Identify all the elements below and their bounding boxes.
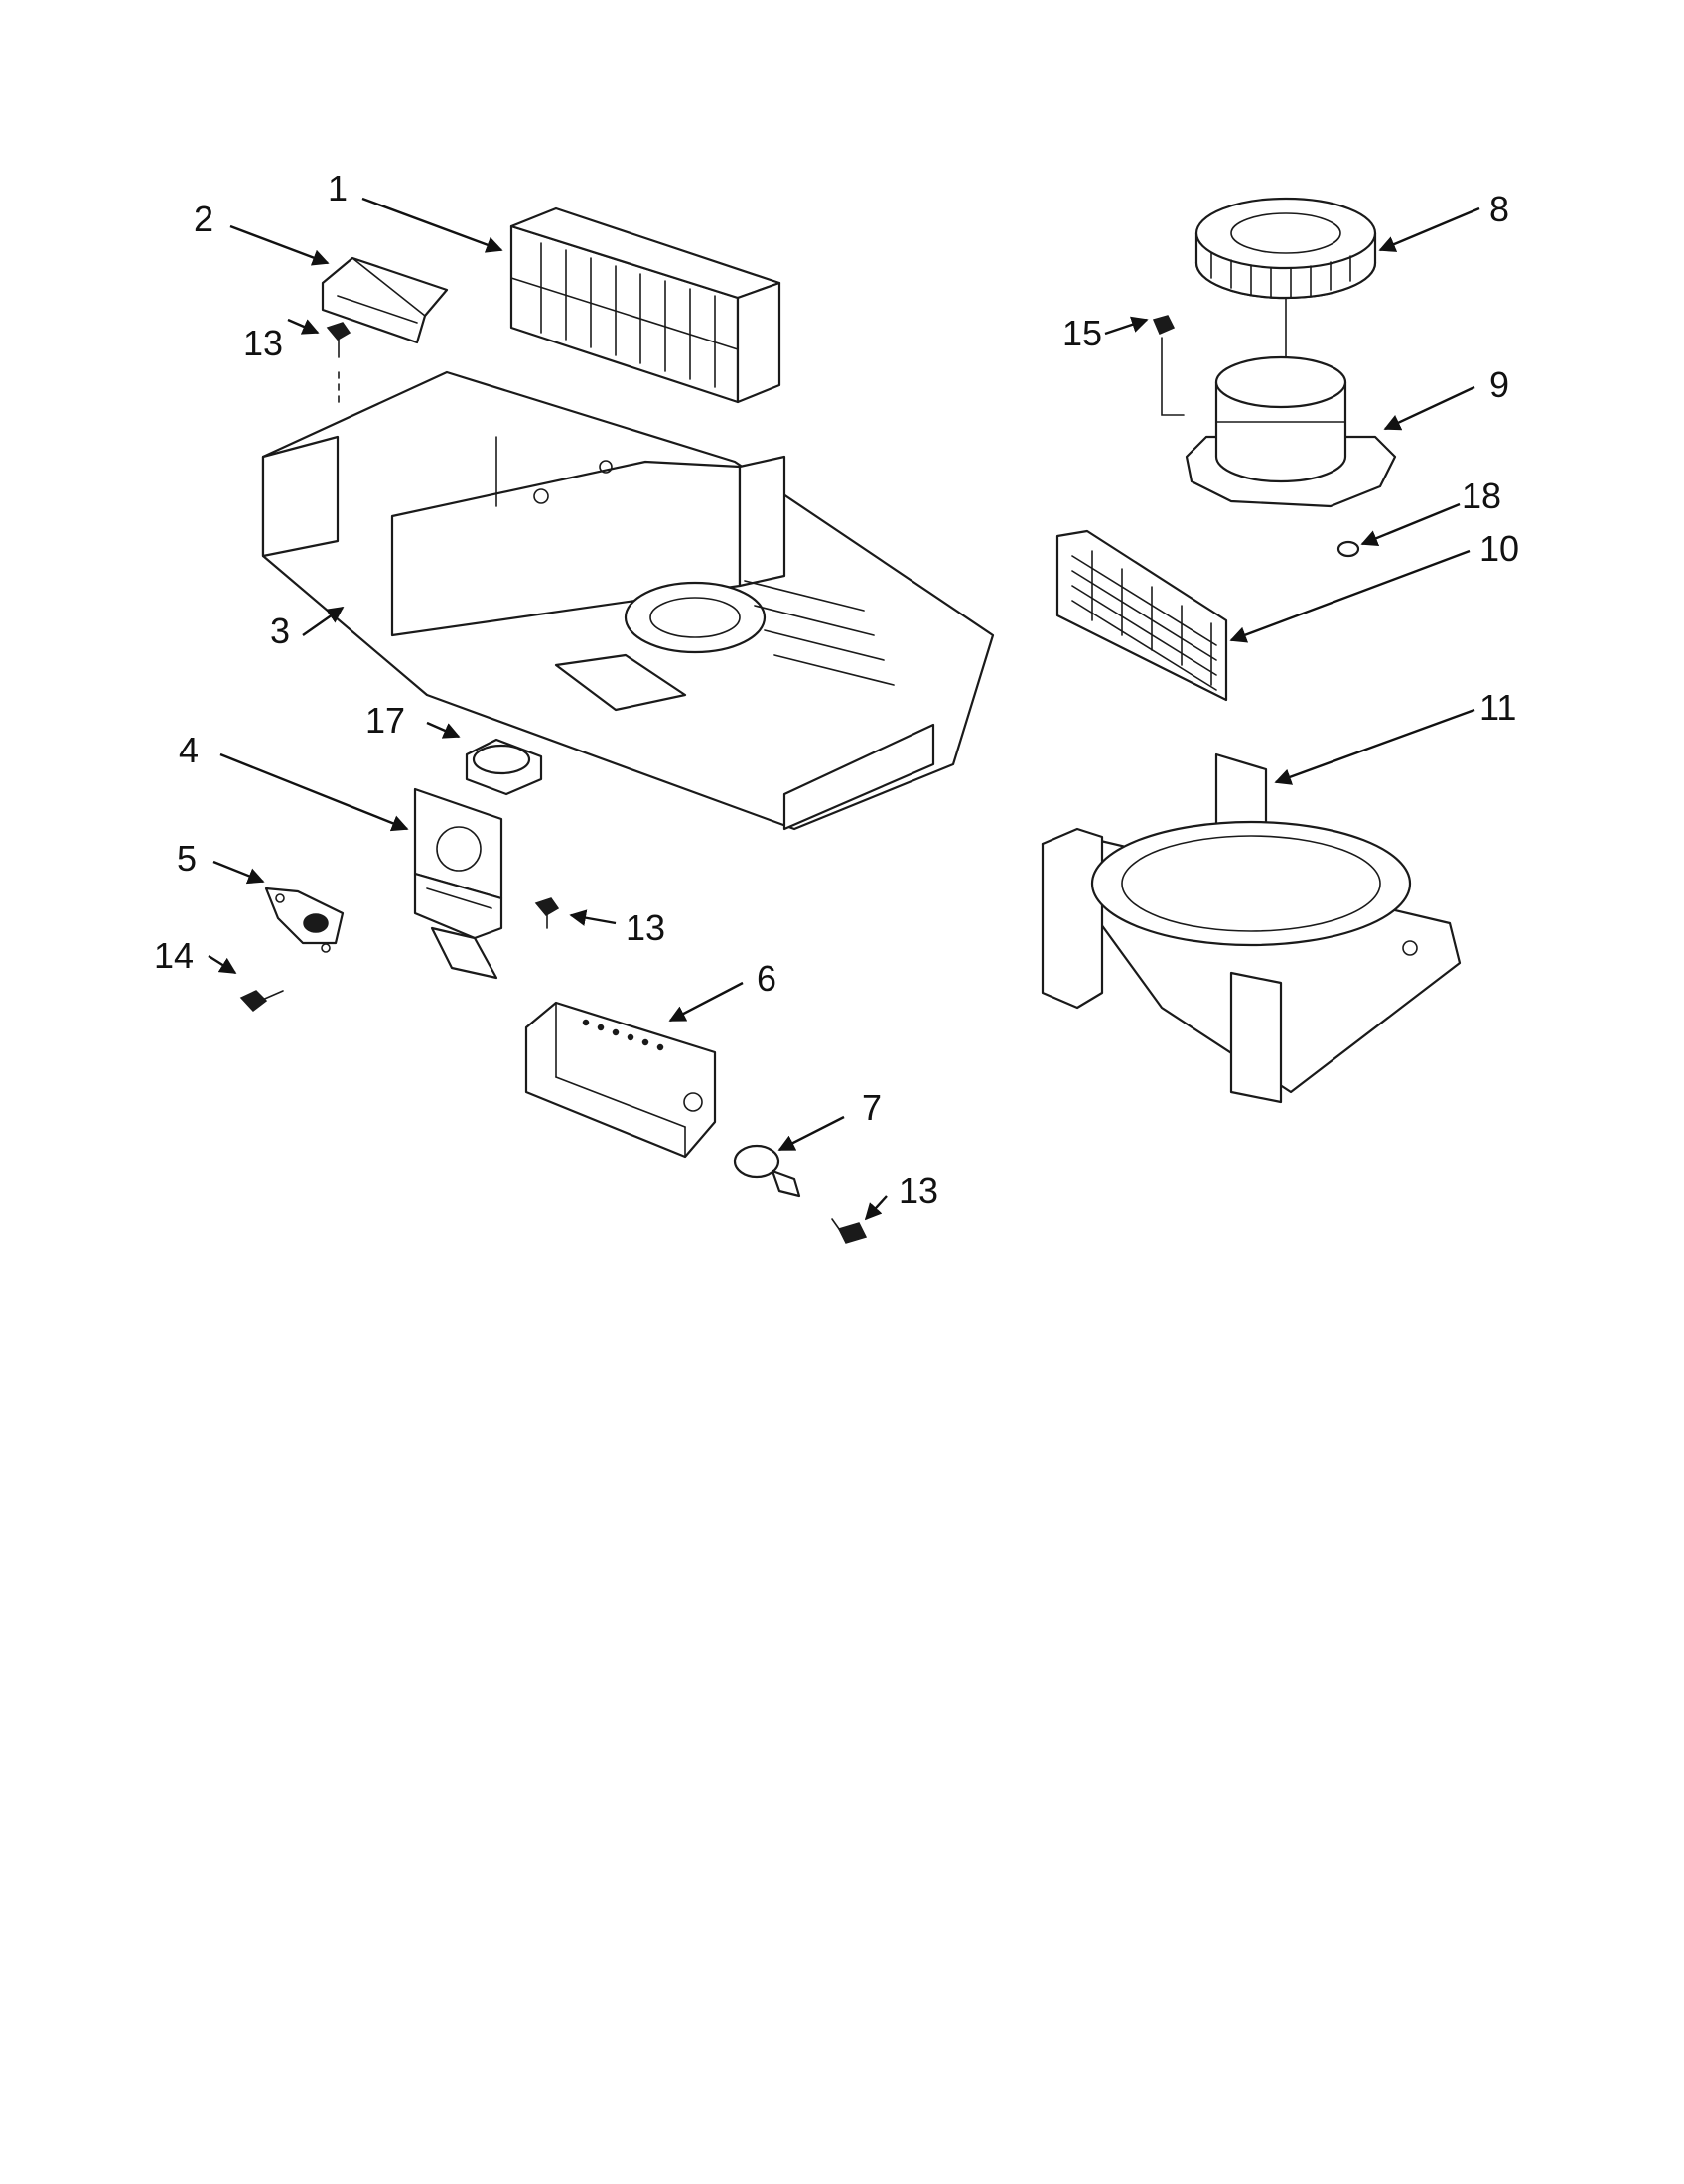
part-17-thermostat [465, 738, 543, 796]
callout-labels: 1 2 3 4 5 6 7 8 9 10 11 13 13 13 14 15 1… [154, 168, 1519, 1211]
part-4-mounting-plate [413, 787, 503, 980]
part-10-grille [1055, 529, 1228, 702]
part-9-motor [1185, 355, 1397, 508]
callout-3: 3 [270, 611, 290, 651]
callout-14: 14 [154, 935, 194, 976]
part-3-main-housing [261, 370, 995, 831]
callout-17: 17 [365, 700, 405, 741]
callout-7: 7 [862, 1087, 882, 1128]
part-14-screw [239, 990, 284, 1013]
callout-11: 11 [1479, 687, 1516, 728]
part-8-fan-blade [1194, 197, 1377, 378]
callout-13-mid: 13 [626, 907, 665, 948]
part-11-fan-shroud [1041, 752, 1462, 1104]
part-15-screw [1152, 315, 1185, 416]
part-7-bulb [733, 1144, 801, 1198]
part-13-screw-top [326, 322, 351, 408]
callout-13-bottom: 13 [899, 1170, 938, 1211]
callout-9: 9 [1489, 364, 1509, 405]
callout-15: 15 [1062, 313, 1102, 353]
callout-6: 6 [757, 958, 776, 999]
part-18-nut [1336, 540, 1360, 558]
part-6-lamp-bracket [524, 1001, 717, 1159]
part-2-bracket [321, 256, 449, 344]
part-13-screw-mid [534, 897, 560, 929]
callout-8: 8 [1489, 189, 1509, 229]
callout-2: 2 [194, 199, 213, 239]
callout-5: 5 [177, 838, 197, 879]
leader-lines [208, 197, 1480, 1221]
callout-13-top: 13 [243, 323, 283, 363]
part-13-screw-bottom [831, 1218, 868, 1244]
callout-10: 10 [1479, 528, 1519, 569]
callout-18: 18 [1462, 476, 1501, 516]
part-1-louver-duct [509, 206, 781, 404]
part-5-thermal-fuse [264, 887, 345, 953]
callout-4: 4 [179, 730, 199, 770]
callout-1: 1 [328, 168, 348, 208]
